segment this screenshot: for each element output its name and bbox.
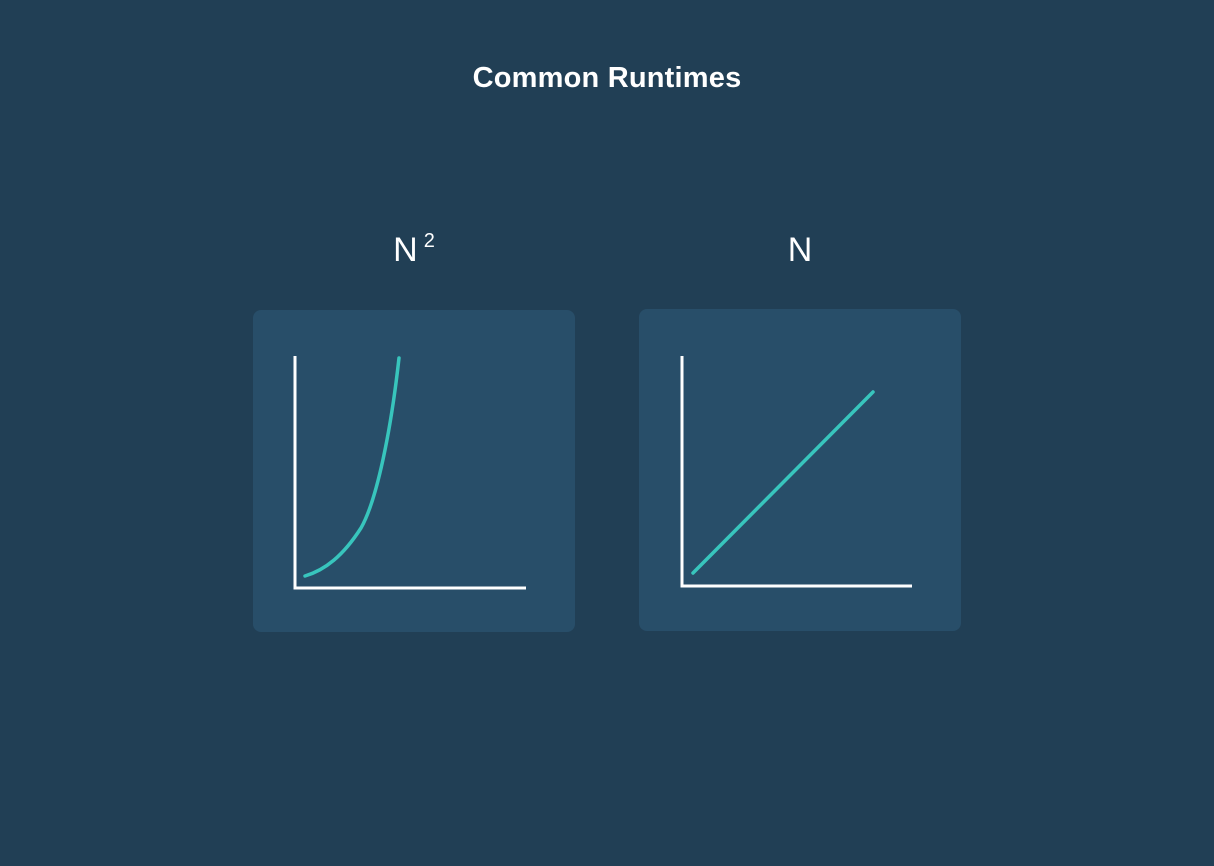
linear-chart-card (639, 309, 961, 631)
runtime-label-exponent: 2 (423, 230, 435, 252)
runtime-label-n: N (639, 230, 961, 270)
runtime-label-base: N (393, 231, 418, 269)
card-background (639, 309, 961, 631)
runtime-label-base: N (787, 231, 813, 269)
page-title: Common Runtimes (472, 62, 742, 94)
quadratic-curve (303, 356, 401, 578)
quadratic-chart-card (253, 310, 575, 632)
linear-line (691, 390, 875, 575)
card-background (253, 310, 575, 632)
quadratic-chart (253, 310, 575, 632)
linear-chart (639, 309, 961, 631)
